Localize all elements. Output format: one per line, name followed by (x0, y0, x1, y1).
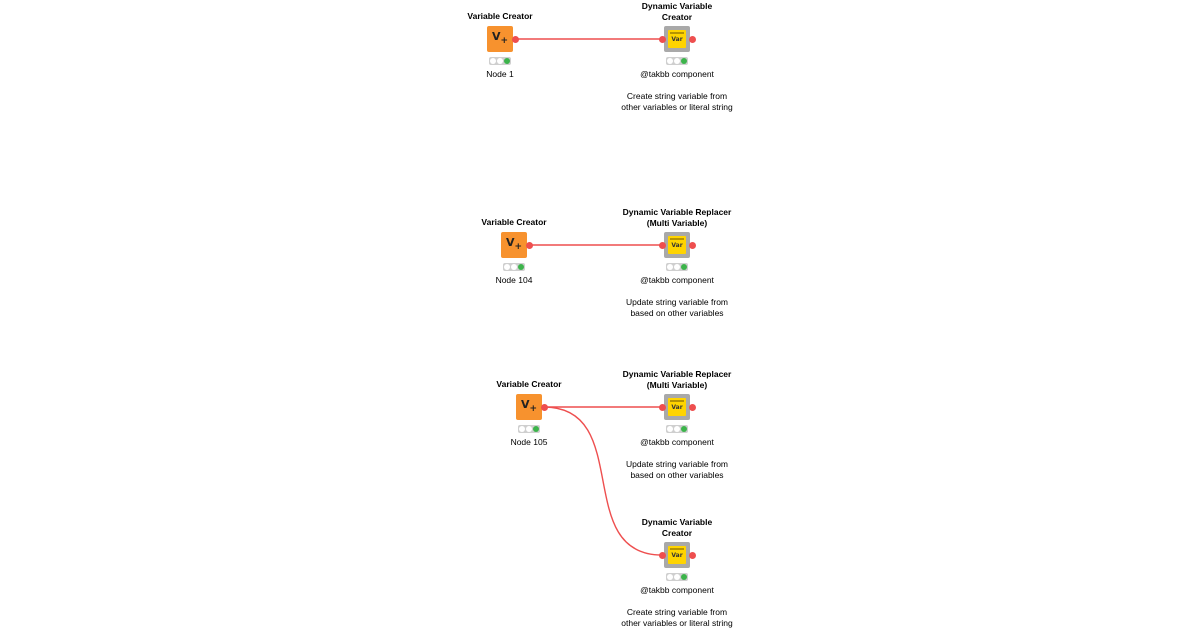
component-node[interactable]: Var (664, 232, 690, 258)
component-glyph: Var (671, 36, 683, 43)
status-light (674, 574, 680, 580)
status-light (667, 574, 673, 580)
connection-line[interactable] (543, 406, 663, 556)
component-description: Update string variable from based on oth… (625, 459, 729, 480)
component-status-indicator (666, 57, 688, 65)
component-author-label: @takbb component (640, 437, 714, 447)
status-green-light (533, 426, 539, 432)
variable-creator-title: Variable Creator (467, 11, 533, 21)
flow-variable-output-port[interactable] (688, 35, 696, 43)
variable-creator-node[interactable]: V+ (501, 232, 527, 258)
component-description: Update string variable from based on oth… (625, 297, 729, 318)
variable-creator-title: Variable Creator (481, 217, 547, 227)
component-author-label: @takbb component (640, 275, 714, 285)
status-light (526, 426, 532, 432)
variable-creator-node[interactable]: V+ (516, 394, 542, 420)
component-glyph: Var (671, 552, 683, 559)
component-node[interactable]: Var (664, 542, 690, 568)
icon-bars (670, 548, 684, 550)
component-title: Dynamic Variable Creator (641, 517, 713, 538)
status-green-light (504, 58, 510, 64)
creator-plus-glyph: + (514, 242, 523, 253)
status-light (511, 264, 517, 270)
flow-variable-input-port[interactable] (658, 35, 666, 43)
creator-glyph: V (520, 398, 530, 411)
creator-plus-glyph: + (500, 36, 509, 47)
node-label: Node 1 (486, 69, 514, 79)
flow-variable-output-port[interactable] (511, 35, 519, 43)
status-light (674, 426, 680, 432)
component-status-indicator (666, 425, 688, 433)
component-description: Create string variable from other variab… (621, 91, 733, 112)
variable-creator-icon: V+ (501, 236, 527, 252)
node-label: Node 104 (495, 275, 533, 285)
creator-glyph: V (491, 30, 501, 43)
flow-variable-output-port[interactable] (688, 403, 696, 411)
component-glyph: Var (671, 404, 683, 411)
component-var-icon: Var (668, 30, 686, 48)
component-author-label: @takbb component (640, 69, 714, 79)
variable-creator-status-indicator (518, 425, 540, 433)
creator-glyph: V (505, 236, 515, 249)
component-glyph: Var (671, 242, 683, 249)
flow-variable-output-port[interactable] (688, 551, 696, 559)
status-light (667, 58, 673, 64)
flow-variable-input-port[interactable] (658, 551, 666, 559)
component-node[interactable]: Var (664, 26, 690, 52)
flow-variable-input-port[interactable] (658, 241, 666, 249)
node-label: Node 105 (510, 437, 548, 447)
component-status-indicator (666, 263, 688, 271)
component-node[interactable]: Var (664, 394, 690, 420)
status-light (519, 426, 525, 432)
flow-variable-input-port[interactable] (658, 403, 666, 411)
status-light (504, 264, 510, 270)
component-description: Create string variable from other variab… (621, 607, 733, 628)
component-status-indicator (666, 573, 688, 581)
status-green-light (518, 264, 524, 270)
component-title: Dynamic Variable Creator (641, 1, 713, 22)
component-title: Dynamic Variable Replacer (Multi Variabl… (622, 207, 732, 228)
icon-bars (670, 238, 684, 240)
status-light (490, 58, 496, 64)
creator-plus-glyph: + (529, 404, 538, 415)
component-var-icon: Var (668, 546, 686, 564)
component-var-icon: Var (668, 236, 686, 254)
status-light (674, 58, 680, 64)
status-green-light (681, 426, 687, 432)
variable-creator-title: Variable Creator (496, 379, 562, 389)
variable-creator-icon: V+ (516, 398, 542, 414)
variable-creator-node[interactable]: V+ (487, 26, 513, 52)
variable-creator-icon: V+ (487, 30, 513, 46)
status-light (497, 58, 503, 64)
status-green-light (681, 58, 687, 64)
variable-creator-status-indicator (503, 263, 525, 271)
flow-variable-output-port[interactable] (540, 403, 548, 411)
flow-variable-output-port[interactable] (525, 241, 533, 249)
component-var-icon: Var (668, 398, 686, 416)
icon-bars (670, 32, 684, 34)
component-author-label: @takbb component (640, 585, 714, 595)
flow-variable-output-port[interactable] (688, 241, 696, 249)
status-light (667, 264, 673, 270)
status-green-light (681, 264, 687, 270)
icon-bars (670, 400, 684, 402)
component-title: Dynamic Variable Replacer (Multi Variabl… (622, 369, 732, 390)
variable-creator-status-indicator (489, 57, 511, 65)
status-green-light (681, 574, 687, 580)
status-light (674, 264, 680, 270)
status-light (667, 426, 673, 432)
